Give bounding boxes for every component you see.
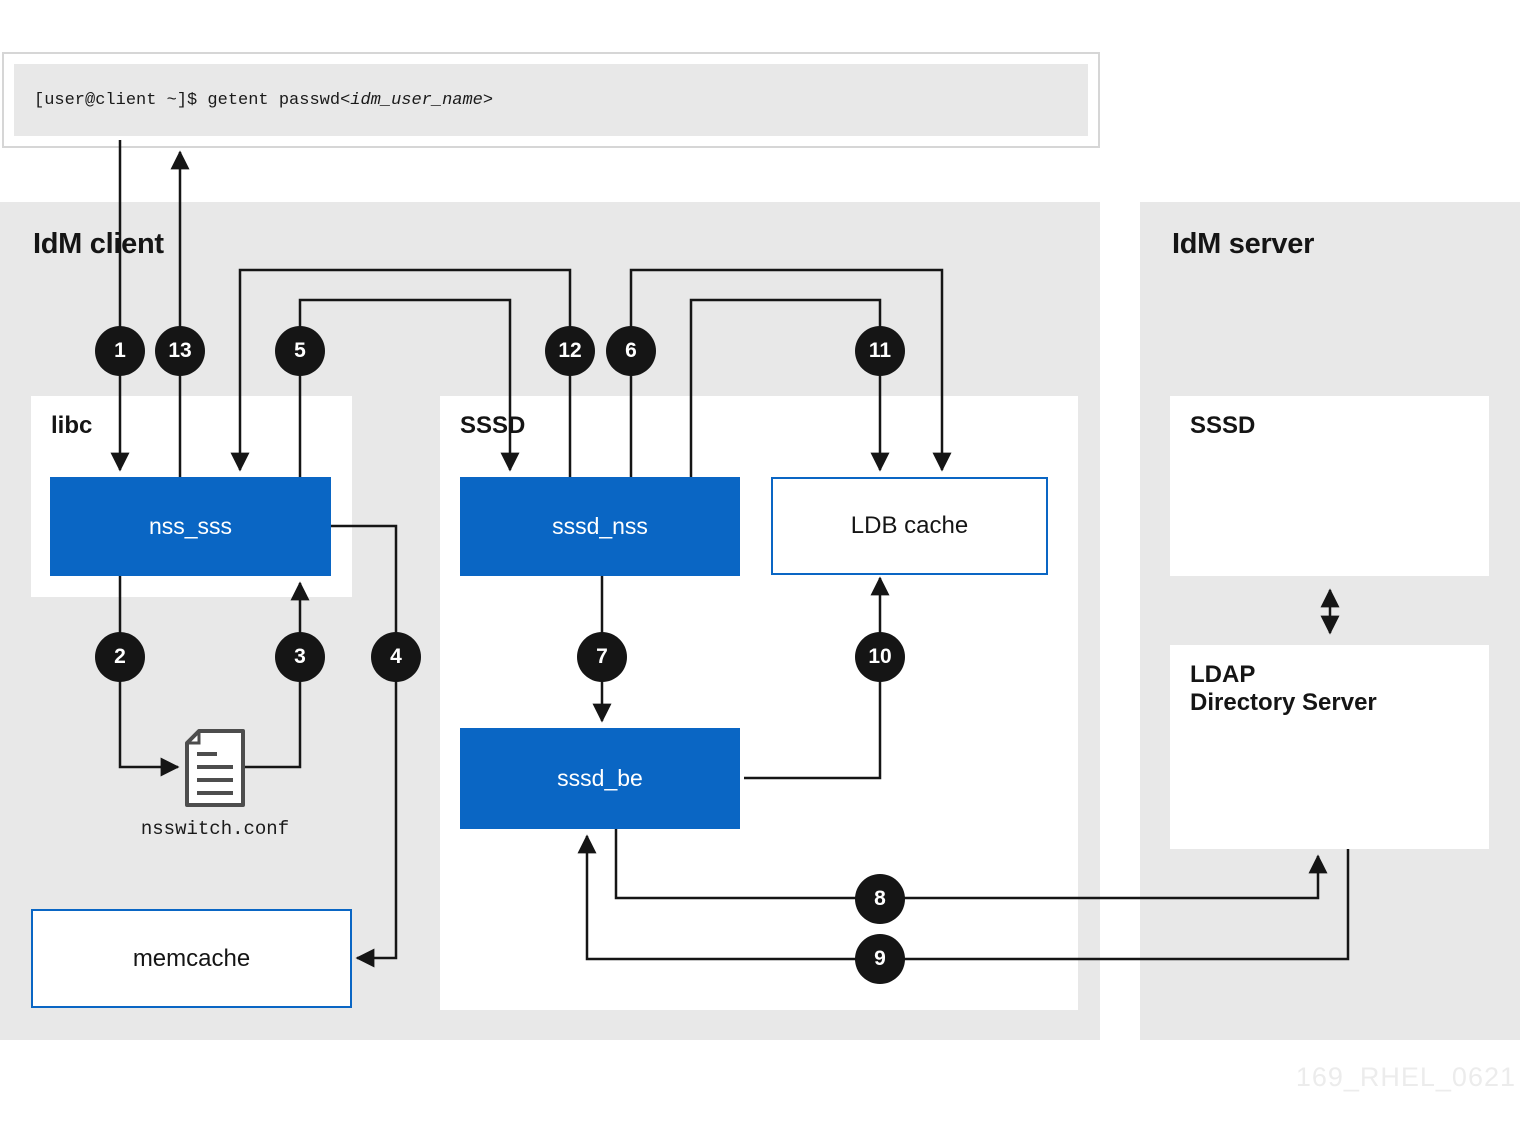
document-icon [185, 729, 245, 807]
step-circle-1: 1 [95, 326, 145, 376]
ldb-cache-node: LDB cache [771, 477, 1048, 575]
idm-server-panel [1140, 202, 1520, 1040]
step-circle-7: 7 [577, 632, 627, 682]
step-circle-6: 6 [606, 326, 656, 376]
step-circle-3: 3 [275, 632, 325, 682]
ldap-directory-server-box: LDAP Directory Server [1170, 645, 1489, 849]
memcache-node: memcache [31, 909, 352, 1008]
ldap-label-line2: Directory Server [1190, 689, 1377, 717]
step-circle-2: 2 [95, 632, 145, 682]
sssd-nss-label: sssd_nss [552, 513, 648, 539]
idm-client-title: IdM client [33, 228, 164, 260]
sssd-server-label: SSSD [1190, 412, 1256, 439]
ldap-label-line1: LDAP [1190, 661, 1256, 688]
sssd-server-box: SSSD [1170, 396, 1489, 576]
terminal-command-line: [user@client ~]$ getent passwd <idm_user… [14, 64, 1088, 136]
nss-sss-label: nss_sss [148, 513, 233, 539]
step-circle-8: 8 [855, 874, 905, 924]
figure-watermark: 169_RHEL_0621 [1295, 1062, 1516, 1092]
step-circle-13: 13 [155, 326, 205, 376]
ldap-directory-server-label: LDAP Directory Server [1190, 661, 1377, 718]
terminal-box: [user@client ~]$ getent passwd <idm_user… [2, 52, 1100, 148]
step-circle-11: 11 [855, 326, 905, 376]
sssd-be-label: sssd_be [557, 765, 643, 791]
step-circle-5: 5 [275, 326, 325, 376]
ldb-cache-label: LDB cache [850, 512, 969, 539]
sssd-client-group-label: SSSD [460, 412, 526, 439]
nsswitch-conf-label: nsswitch.conf [140, 818, 290, 840]
step-circle-10: 10 [855, 632, 905, 682]
sssd-be-node: sssd_be [460, 728, 740, 829]
idm-server-title: IdM server [1172, 228, 1315, 260]
memcache-label: memcache [132, 944, 251, 972]
sssd-nss-node: sssd_nss [460, 477, 740, 576]
libc-group-label: libc [51, 412, 93, 439]
step-circle-4: 4 [371, 632, 421, 682]
step-circle-9: 9 [855, 934, 905, 984]
step-circle-12: 12 [545, 326, 595, 376]
terminal-command-argument: <idm_user_name> [340, 90, 494, 110]
nss-sss-node: nss_sss [50, 477, 331, 576]
terminal-command-text: [user@client ~]$ getent passwd [34, 90, 341, 110]
